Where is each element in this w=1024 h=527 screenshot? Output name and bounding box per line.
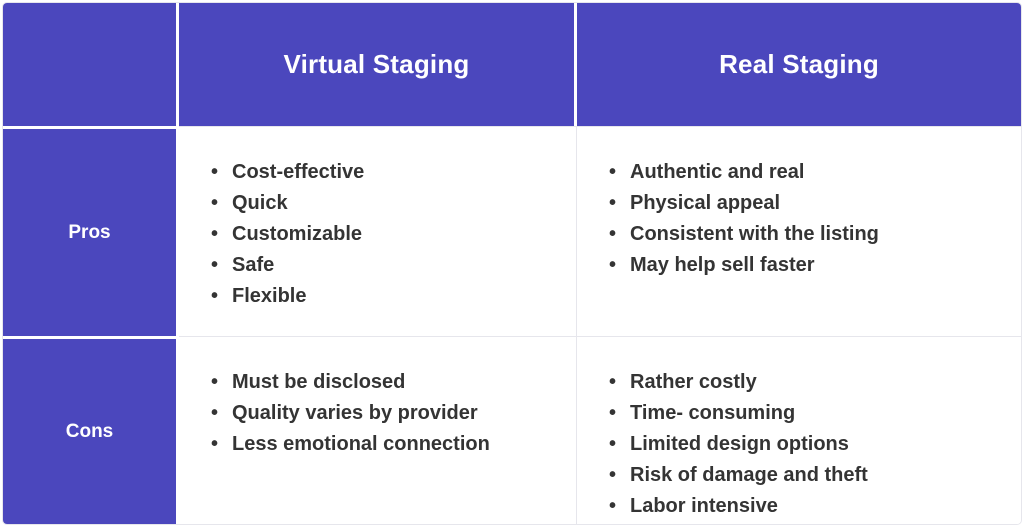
bullet-icon: • <box>609 433 617 455</box>
header-row: Virtual Staging Real Staging <box>3 3 1021 126</box>
header-virtual-staging: Virtual Staging <box>179 3 577 126</box>
header-corner-cell <box>3 3 179 126</box>
list-item-label: Risk of damage and theft <box>630 464 868 486</box>
bullet-icon: • <box>609 254 617 276</box>
list-item-label: Quality varies by provider <box>232 402 478 424</box>
list-item: • Quality varies by provider <box>211 398 576 429</box>
list-item-label: May help sell faster <box>630 254 815 276</box>
row-label-pros: Pros <box>3 126 179 336</box>
list-item: • Rather costly <box>609 367 1021 398</box>
list-item-label: Time- consuming <box>630 402 796 424</box>
bullet-icon: • <box>609 464 617 486</box>
bullet-icon: • <box>211 192 219 214</box>
list-item: • Safe <box>211 250 576 281</box>
list-item-label: Safe <box>232 254 275 276</box>
bullet-list-pros-virtual: • Cost-effective • Quick • Customizable • Sa… <box>179 127 576 312</box>
list-item: • Authentic and real <box>609 157 1021 188</box>
list-item-label: Cost-effective <box>232 161 365 183</box>
list-item-label: Flexible <box>232 285 307 307</box>
list-item-label: Limited design options <box>630 433 849 455</box>
list-item: • Flexible <box>211 281 576 312</box>
bullet-list-cons-real: • Rather costly • Time- consuming • Limited… <box>577 337 1021 522</box>
table-body: Pros • Cost-effective • Quick • Customizabl… <box>3 126 1021 524</box>
list-item-label: Consistent with the listing <box>630 223 879 245</box>
list-item-label: Less emotional connection <box>232 433 490 455</box>
cell-cons-real-staging: • Rather costly • Time- consuming • Limited… <box>577 336 1021 524</box>
bullet-list-cons-virtual: • Must be disclosed • Quality varies by pr… <box>179 337 576 460</box>
bullet-icon: • <box>609 161 617 183</box>
bullet-icon: • <box>609 495 617 517</box>
bullet-icon: • <box>211 223 219 245</box>
list-item: • May help sell faster <box>609 250 1021 281</box>
list-item: • Must be disclosed <box>211 367 576 398</box>
bullet-icon: • <box>609 223 617 245</box>
staging-comparison-table: Virtual Staging Real Staging Pros • Cost-… <box>3 3 1021 524</box>
bullet-list-pros-real: • Authentic and real • Physical appeal • Co… <box>577 127 1021 281</box>
table-row-cons: Cons • Must be disclosed • Quality varies … <box>3 336 1021 524</box>
list-item-label: Customizable <box>232 223 363 245</box>
bullet-icon: • <box>609 402 617 424</box>
cell-cons-virtual-staging: • Must be disclosed • Quality varies by pr… <box>179 336 577 524</box>
table-header: Virtual Staging Real Staging <box>3 3 1021 126</box>
list-item: • Consistent with the listing <box>609 219 1021 250</box>
bullet-icon: • <box>609 192 617 214</box>
list-item: • Cost-effective <box>211 157 576 188</box>
bullet-icon: • <box>211 402 219 424</box>
bullet-icon: • <box>211 371 219 393</box>
list-item: • Limited design options <box>609 429 1021 460</box>
list-item: • Time- consuming <box>609 398 1021 429</box>
list-item: • Physical appeal <box>609 188 1021 219</box>
bullet-icon: • <box>609 371 617 393</box>
list-item-label: Quick <box>232 192 288 214</box>
list-item-label: Authentic and real <box>630 161 805 183</box>
list-item-label: Physical appeal <box>630 192 781 214</box>
bullet-icon: • <box>211 433 219 455</box>
list-item: • Customizable <box>211 219 576 250</box>
list-item-label: Rather costly <box>630 371 757 393</box>
header-real-staging: Real Staging <box>577 3 1021 126</box>
list-item: • Risk of damage and theft <box>609 460 1021 491</box>
list-item: • Quick <box>211 188 576 219</box>
cell-pros-real-staging: • Authentic and real • Physical appeal • Co… <box>577 126 1021 336</box>
cell-pros-virtual-staging: • Cost-effective • Quick • Customizable • Sa… <box>179 126 577 336</box>
list-item: • Less emotional connection <box>211 429 576 460</box>
bullet-icon: • <box>211 254 219 276</box>
bullet-icon: • <box>211 285 219 307</box>
list-item-label: Must be disclosed <box>232 371 406 393</box>
list-item-label: Labor intensive <box>630 495 778 517</box>
table-row-pros: Pros • Cost-effective • Quick • Customizabl… <box>3 126 1021 336</box>
bullet-icon: • <box>211 161 219 183</box>
row-label-cons: Cons <box>3 336 179 524</box>
list-item: • Labor intensive <box>609 491 1021 522</box>
